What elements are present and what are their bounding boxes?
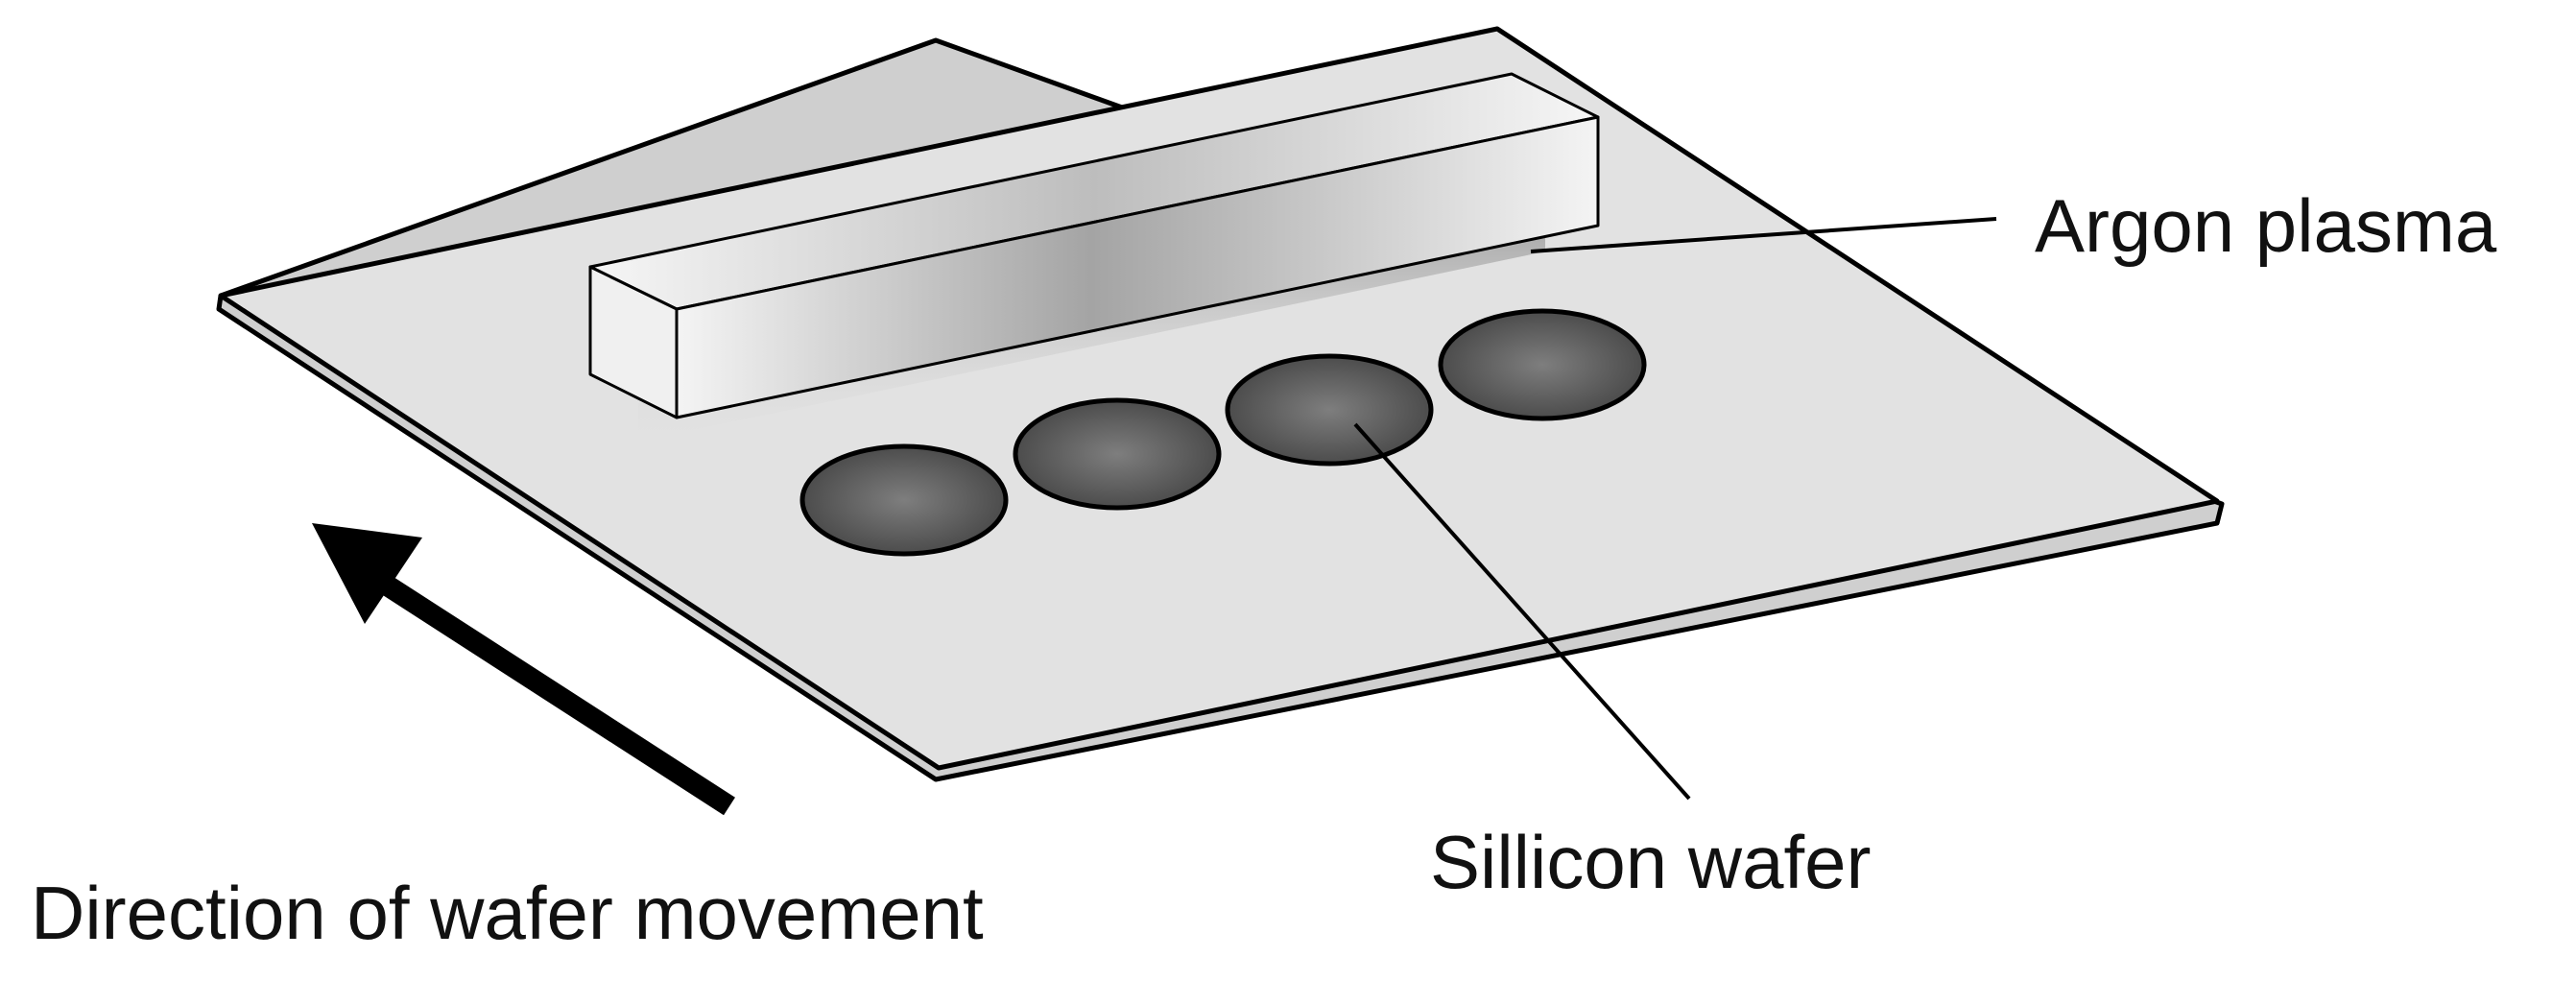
silicon-wafer — [799, 443, 1009, 557]
stage-plate — [216, 26, 2225, 782]
argon-plasma-label: Argon plasma — [2035, 183, 2497, 268]
silicon-wafer-leader-line — [1353, 422, 1691, 801]
argon-plasma-bar — [588, 72, 1600, 419]
direction-arrow — [312, 523, 735, 816]
silicon-wafer — [1225, 353, 1434, 467]
direction-label: Direction of wafer movement — [31, 871, 984, 955]
plasma-bar-front — [675, 115, 1600, 419]
stage-plate-top — [218, 26, 2220, 771]
argon-plasma-leader-line — [1530, 217, 1997, 253]
silicon-wafer — [1438, 308, 1647, 421]
silicon-wafers — [799, 308, 1647, 557]
direction-arrow-head — [312, 523, 422, 624]
direction-arrow-shaft — [364, 564, 735, 816]
silicon-wafer — [1013, 397, 1222, 511]
silicon-wafer-label: Sillicon wafer — [1430, 820, 1872, 904]
